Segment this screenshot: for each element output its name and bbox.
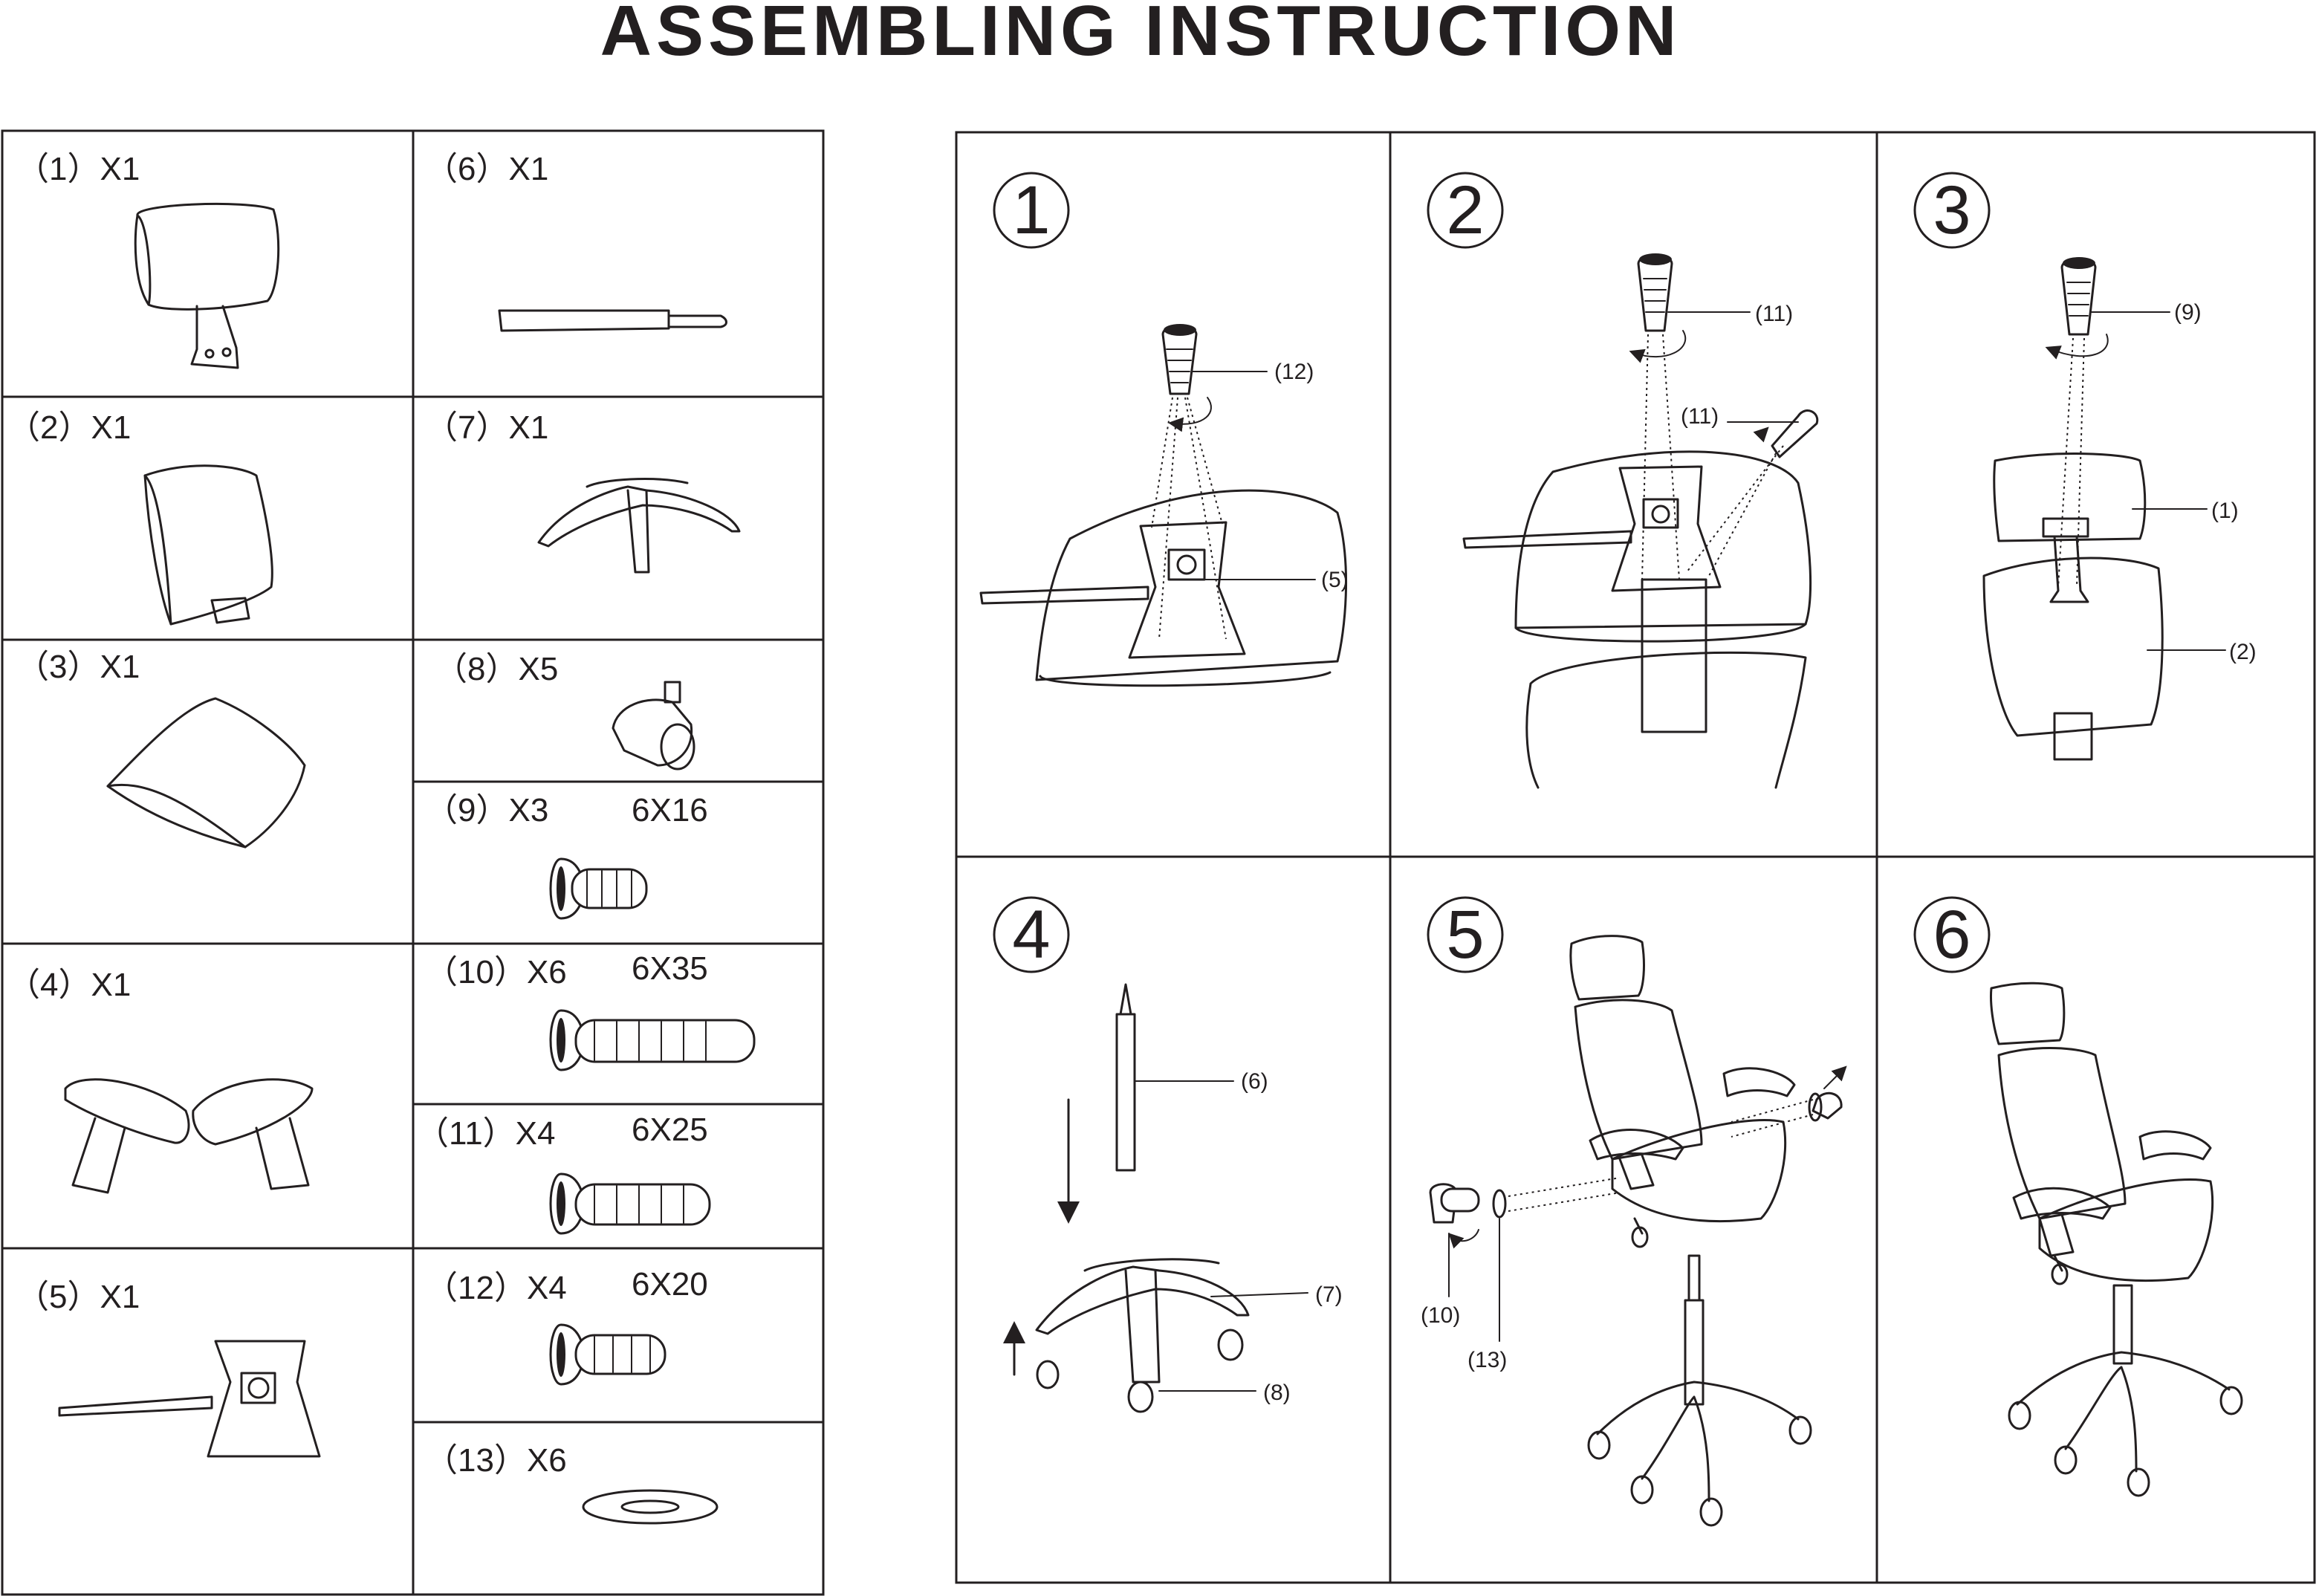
step-2-callout-11a: (11)	[1755, 302, 1793, 326]
part-label-1: （1）X1	[16, 151, 140, 187]
step-number-6: 6	[1933, 897, 1971, 973]
step-4-callout-7: (7)	[1315, 1282, 1343, 1307]
step-numbers: 1 2 3 4 5 6	[993, 172, 1991, 973]
step-3-callout-2: (2)	[2229, 640, 2257, 664]
page-title: ASSEMBLING INSTRUCTION	[600, 0, 1681, 71]
step-2-callout-11b: (11)	[1681, 404, 1719, 429]
step-number-1: 1	[1012, 172, 1050, 248]
step-3-drawing: (9) (1) (2)	[1982, 257, 2257, 761]
part-label-2: （2）X1	[7, 409, 131, 446]
step-3-callout-1: (1)	[2211, 499, 2239, 523]
part-label-9: （9）X3	[425, 792, 548, 828]
part-size-9: 6X16	[632, 792, 708, 828]
part-label-6: （6）X1	[425, 151, 548, 187]
part-size-11: 6X25	[632, 1112, 708, 1148]
base-drawing	[537, 478, 741, 574]
part-label-11: （11）X4	[416, 1115, 556, 1152]
mechanism-drawing	[58, 1340, 321, 1458]
step-number-3: 3	[1933, 172, 1971, 248]
screw-9-drawing	[549, 857, 648, 920]
step-5-callout-10: (10)	[1421, 1303, 1460, 1328]
step-2-drawing: (11) (11)	[1462, 253, 1819, 789]
screw-10-drawing	[549, 1009, 756, 1071]
screw-11-drawing	[549, 1172, 711, 1235]
part-label-12: （12）X4	[425, 1270, 567, 1306]
part-label-3: （3）X1	[16, 649, 140, 685]
caster-drawing	[612, 681, 695, 771]
step-3-callout-9: (9)	[2174, 300, 2202, 325]
step-number-2: 2	[1446, 172, 1484, 248]
part-label-10: （10）X6	[425, 954, 567, 990]
seat-drawing	[106, 697, 306, 849]
part-label-8: （8）X5	[435, 651, 558, 687]
step-6-drawing	[1990, 982, 2243, 1497]
part-label-7: （7）X1	[425, 409, 548, 446]
step-5-callout-13: (13)	[1467, 1348, 1507, 1372]
screw-12-drawing	[549, 1323, 666, 1386]
part-labels: （1）X1 （2）X1 （3）X1 （4）X1 （5）X1 （6）X1 （7）X…	[7, 151, 708, 1479]
parts-table	[1, 129, 825, 1596]
step-4-callout-6: (6)	[1241, 1069, 1268, 1094]
step-1-callout-12: (12)	[1274, 360, 1314, 384]
part-label-4: （4）X1	[7, 967, 131, 1003]
part-label-13: （13）X6	[425, 1442, 567, 1479]
gas-lift-drawing	[498, 309, 727, 332]
step-number-4: 4	[1012, 897, 1050, 973]
armrests-drawing	[64, 1078, 314, 1194]
washer-drawing	[582, 1489, 719, 1525]
part-label-5: （5）X1	[16, 1279, 140, 1315]
step-1-drawing: (12) (5)	[979, 324, 1349, 687]
step-1-callout-5: (5)	[1321, 568, 1349, 592]
step-5-drawing: (10) (13)	[1421, 935, 1847, 1527]
part-size-10: 6X35	[632, 950, 708, 987]
steps-grid	[955, 131, 2316, 1584]
backrest-drawing	[143, 464, 273, 626]
part-size-12: 6X20	[632, 1266, 708, 1303]
step-4-callout-8: (8)	[1263, 1381, 1291, 1405]
headrest-drawing	[134, 202, 280, 369]
step-4-drawing: (6) (7) (8)	[1003, 983, 1343, 1413]
step-number-5: 5	[1446, 897, 1484, 973]
